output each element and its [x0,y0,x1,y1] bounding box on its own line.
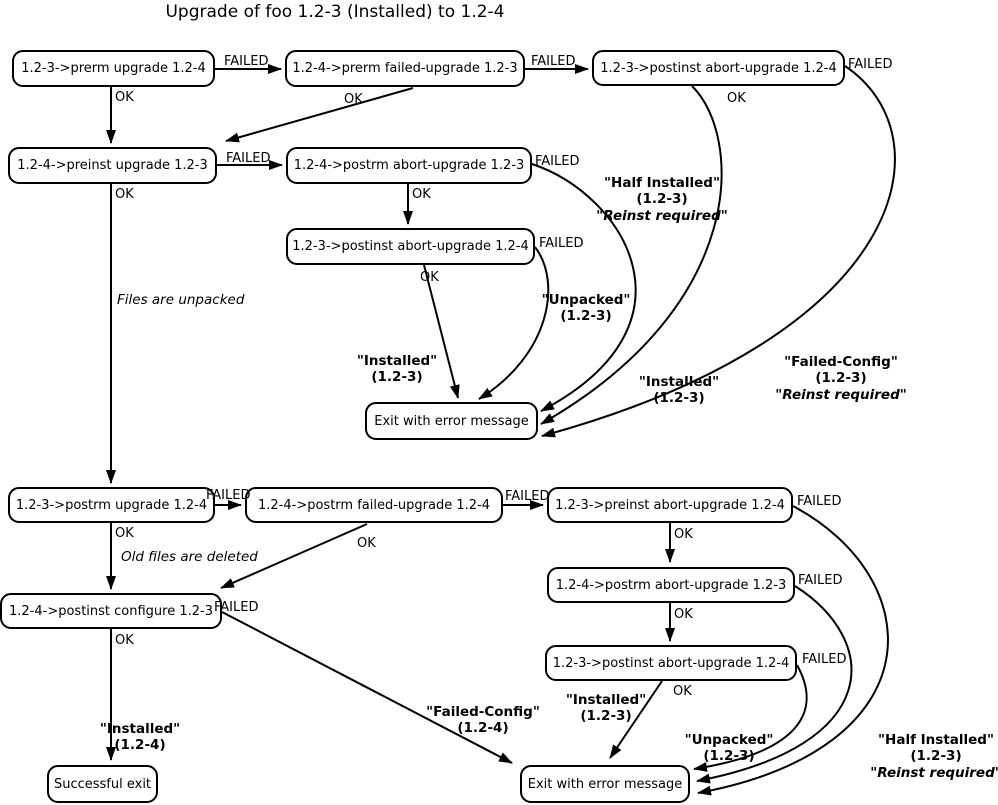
flow-node-exit-error-1: Exit with error message [365,402,538,440]
flow-node-postinst-abort-low: 1.2-3->postinst abort-upgrade 1.2-4 [545,645,797,681]
state-label-line: (1.2-4) [457,720,509,737]
state-label-installed-top-2: "Installed"(1.2-3) [639,374,719,407]
edge-label-failed-8: FAILED [505,489,550,504]
edge-label-failed-10: FAILED [798,573,843,588]
note-old-files-deleted: Old files are deleted [121,549,258,565]
state-label-line: (1.2-3) [371,369,423,386]
edge-postinstaborttop-ok [540,85,723,425]
edge-label-ok-2: OK [344,92,363,107]
edge-postinstconf-failed [221,611,513,764]
state-label-line: (1.2-3) [580,708,632,725]
edge-label-failed-12: FAILED [802,652,847,667]
state-label-line: (1.2-3) [636,191,688,208]
flow-node-postrm-abort-low: 1.2-4->postrm abort-upgrade 1.2-3 [547,567,795,603]
flow-node-preinst-abort: 1.2-3->preinst abort-upgrade 1.2-4 [547,487,793,523]
flow-node-successful-exit: Successful exit [47,765,158,803]
flow-node-postrm-failed-upgrade: 1.2-4->postrm failed-upgrade 1.2-4 [245,487,503,523]
flow-node-postinst-abort-top: 1.2-3->postinst abort-upgrade 1.2-4 [592,50,845,86]
state-label-installed-top-1: "Installed"(1.2-3) [357,353,437,386]
state-label-installed-bottom: "Installed"(1.2-3) [566,692,646,725]
edge-label-failed-7: FAILED [206,488,251,503]
flow-node-postinst-abort-mid: 1.2-3->postinst abort-upgrade 1.2-4 [286,228,535,265]
edge-label-ok-7: OK [115,526,134,541]
edge-label-failed-11: FAILED [214,600,259,615]
edge-postinstabortlow-failed [693,664,808,772]
state-label-line: (1.2-3) [815,370,867,387]
edge-label-failed-4: FAILED [226,151,271,166]
edge-postinstabortmid-failed [478,246,550,400]
state-label-failed-config-bottom: "Failed-Config"(1.2-4) [426,704,540,737]
flow-node-prerm-upgrade: 1.2-3->prerm upgrade 1.2-4 [12,50,215,87]
state-label-failed-config-top: "Failed-Config"(1.2-3)"Reinst required" [775,354,907,403]
edge-label-failed-1: FAILED [224,54,269,69]
edge-label-ok-4: OK [115,187,134,202]
edge-label-ok-10: OK [674,607,693,622]
state-label-line: (1.2-3) [560,308,612,325]
edge-label-failed-2: FAILED [531,54,576,69]
diagram-title: Upgrade of foo 1.2-3 (Installed) to 1.2-… [165,2,505,22]
edge-postinstabortlow-ok [609,680,663,759]
edge-postrmabortmid-failed [531,163,637,412]
edge-label-ok-5: OK [412,187,431,202]
edge-preinstabort-failed [697,505,889,796]
flow-node-postrm-upgrade: 1.2-3->postrm upgrade 1.2-4 [8,487,215,523]
note-files-unpacked: Files are unpacked [117,292,245,308]
edge-label-failed-3: FAILED [848,57,893,72]
state-label-installed-bottom-left: "Installed"(1.2-4) [100,721,180,754]
state-label-line: (1.2-3) [653,390,705,407]
edge-label-ok-11: OK [115,633,134,648]
state-label-line: "Failed-Config" [426,704,540,720]
state-label-footer: "Reinst required" [596,207,728,224]
flow-node-postinst-configure: 1.2-4->postinst configure 1.2-3 [0,593,222,629]
state-label-line: "Half Installed" [878,732,994,748]
state-label-line: "Installed" [99,721,181,737]
edge-label-ok-9: OK [674,527,693,542]
edge-label-failed-5: FAILED [535,154,580,169]
state-label-line: "Failed-Config" [784,354,898,370]
state-label-line: (1.2-3) [910,748,962,765]
state-label-line: "Unpacked" [684,732,774,748]
state-label-line: (1.2-4) [114,737,166,754]
flow-node-exit-error-2: Exit with error message [520,765,690,803]
edge-label-failed-9: FAILED [797,494,842,509]
state-label-line: "Half Installed" [604,175,720,191]
edge-postinstaborttop-failed [541,65,896,438]
state-label-line: "Installed" [638,374,720,390]
edge-prermfailed-ok [225,87,414,143]
state-label-line: "Installed" [565,692,647,708]
edge-postrmfailed-ok [220,523,368,589]
state-label-unpacked-top: "Unpacked"(1.2-3) [542,292,631,325]
flow-node-postrm-abort-mid: 1.2-4->postrm abort-upgrade 1.2-3 [286,147,532,184]
state-label-line: "Installed" [356,353,438,369]
flow-node-preinst-upgrade: 1.2-4->preinst upgrade 1.2-3 [8,147,217,184]
state-label-half-installed-bottom: "Half Installed"(1.2-3)"Reinst required" [870,732,998,781]
state-label-half-installed-top: "Half Installed"(1.2-3)"Reinst required" [596,175,728,224]
state-label-footer: "Reinst required" [870,764,998,781]
state-label-line: (1.2-3) [703,748,755,765]
state-label-footer: "Reinst required" [775,386,907,403]
state-label-line: "Unpacked" [541,292,631,308]
edge-label-ok-12: OK [673,684,692,699]
edge-postrmabortlow-failed [696,585,853,784]
edge-label-failed-6: FAILED [539,236,584,251]
edge-postinstabortmid-ok [423,264,460,399]
edge-label-ok-3: OK [727,91,746,106]
state-label-unpacked-bottom: "Unpacked"(1.2-3) [685,732,774,765]
flow-node-prerm-failed-upgrade: 1.2-4->prerm failed-upgrade 1.2-3 [285,50,525,87]
edge-label-ok-1: OK [115,90,134,105]
edge-label-ok-6: OK [420,270,439,285]
edge-label-ok-8: OK [357,536,376,551]
